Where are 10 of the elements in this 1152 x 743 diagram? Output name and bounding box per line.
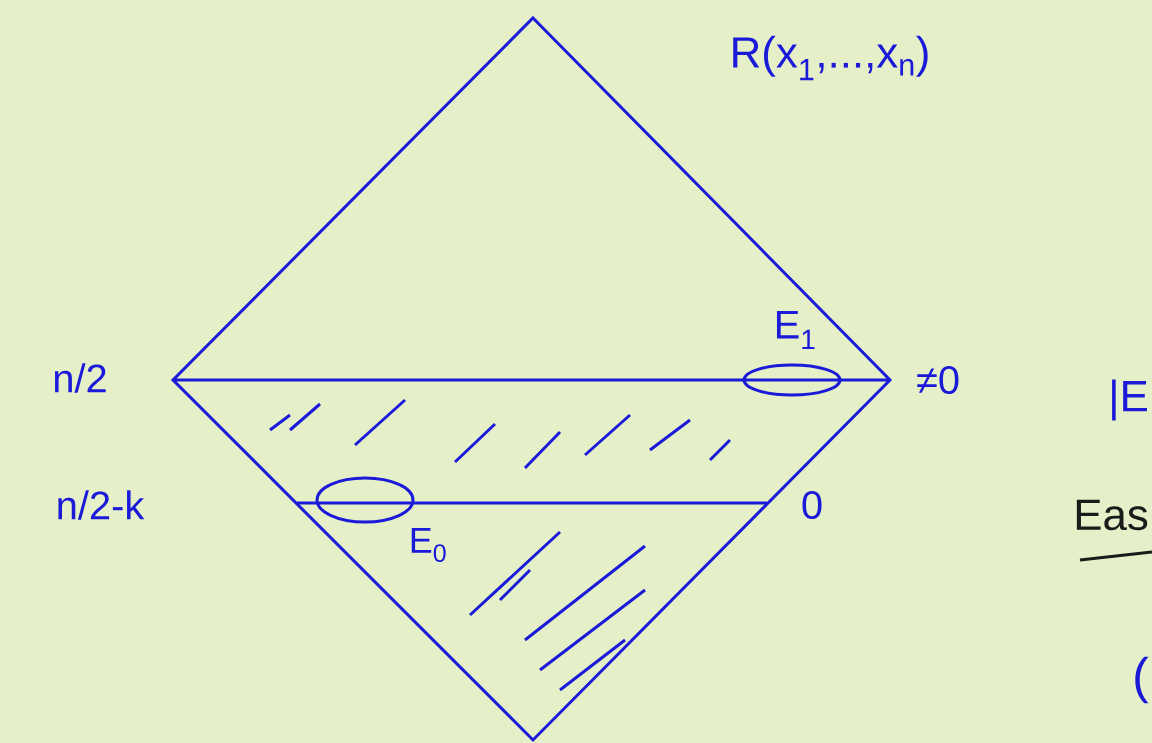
region-label: E$_{1}$: [776, 310, 815, 350]
row-label: n/2: [54, 363, 106, 393]
note-text: |E: [1112, 379, 1147, 421]
note-text: (: [1135, 656, 1149, 704]
note-text: Eas: [1076, 499, 1148, 531]
formula-label: R(x$_{1}$,...,x$_{n}$): [733, 35, 928, 81]
region-label: E$_{0}$: [411, 528, 446, 562]
value-label: ≠0: [917, 365, 959, 395]
value-label: 0: [802, 490, 822, 520]
row-label: n/2-k: [58, 490, 145, 520]
